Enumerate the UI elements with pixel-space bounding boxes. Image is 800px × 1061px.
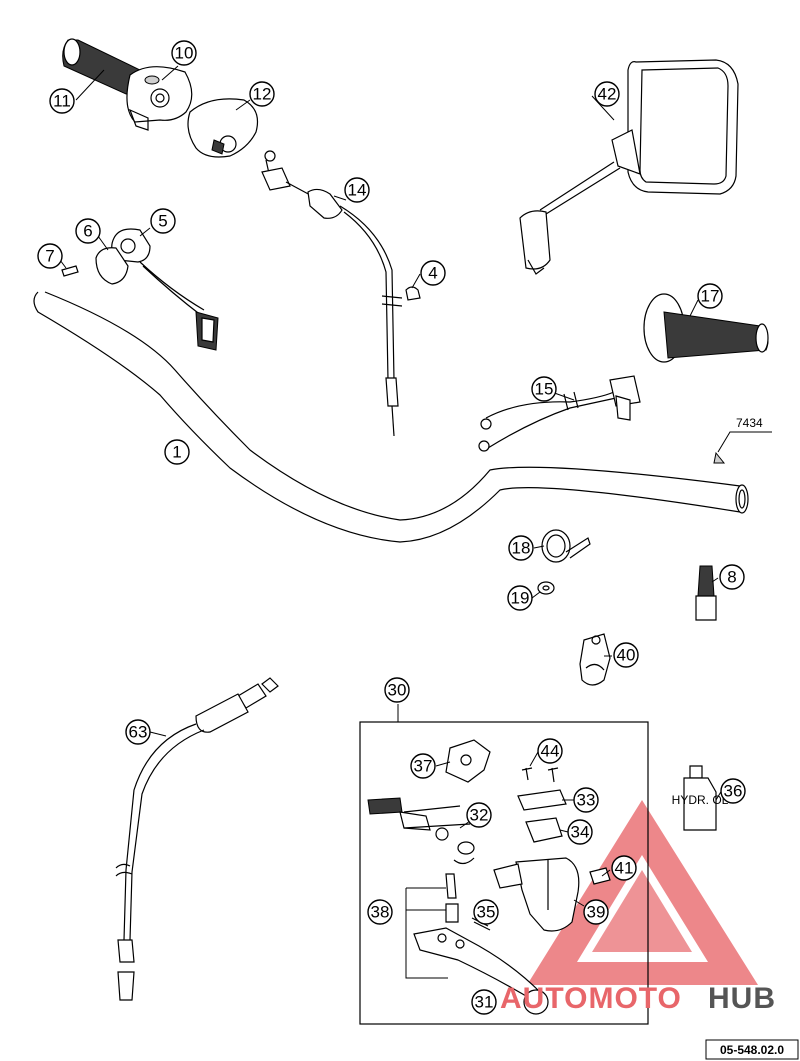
watermark-text: AUTOMOTO HUB xyxy=(500,982,776,1015)
svg-text:18: 18 xyxy=(512,539,531,558)
svg-text:42: 42 xyxy=(598,85,617,104)
svg-text:6: 6 xyxy=(83,222,92,241)
callout-38: 38 xyxy=(367,899,393,925)
master-cylinder-kit xyxy=(359,704,649,1025)
bottle-label: HYDR. OL xyxy=(672,793,729,807)
svg-text:17: 17 xyxy=(701,287,720,306)
svg-text:HUB: HUB xyxy=(708,982,776,1015)
svg-text:32: 32 xyxy=(470,806,489,825)
svg-text:4: 4 xyxy=(428,264,437,283)
svg-text:8: 8 xyxy=(727,568,736,587)
callout-5: 5 xyxy=(150,208,176,234)
svg-text:34: 34 xyxy=(571,823,590,842)
callout-4: 4 xyxy=(420,260,446,286)
svg-text:11: 11 xyxy=(53,92,71,111)
kill-switch xyxy=(61,228,219,351)
svg-text:30: 30 xyxy=(388,681,407,700)
svg-text:12: 12 xyxy=(253,85,272,104)
cable-assembly xyxy=(261,150,421,437)
svg-text:36: 36 xyxy=(724,782,743,801)
callout-6: 6 xyxy=(75,218,101,244)
callout-31: 31 xyxy=(471,989,497,1015)
callout-42: 42 xyxy=(594,81,620,107)
svg-text:33: 33 xyxy=(577,791,596,810)
callout-33: 33 xyxy=(573,787,599,813)
hydraulic-oil-bottle: HYDR. OL xyxy=(672,765,729,831)
watermark-logo xyxy=(527,800,758,985)
callout-36: 36 xyxy=(720,778,746,804)
callout-15: 15 xyxy=(531,376,557,402)
left-grip xyxy=(643,293,769,363)
wiring-harness xyxy=(478,375,641,452)
callout-17: 17 xyxy=(697,283,723,309)
svg-text:40: 40 xyxy=(617,646,636,665)
callout-40: 40 xyxy=(613,642,639,668)
drawing-code: 05-548.02.0 xyxy=(720,1043,784,1057)
svg-text:5: 5 xyxy=(158,212,167,231)
callout-12: 12 xyxy=(249,81,275,107)
handlebar: 7434 xyxy=(33,291,772,543)
throttle-cover xyxy=(187,98,259,158)
svg-text:15: 15 xyxy=(535,380,554,399)
svg-text:31: 31 xyxy=(475,993,494,1012)
callout-35: 35 xyxy=(473,899,499,925)
callout-37: 37 xyxy=(410,753,436,779)
speedometer-cable xyxy=(115,677,279,1001)
svg-text:35: 35 xyxy=(477,903,496,922)
svg-text:1: 1 xyxy=(172,443,181,462)
throttle-housing xyxy=(126,66,193,131)
callout-41: 41 xyxy=(611,855,637,881)
svg-text:7: 7 xyxy=(45,247,54,266)
callout-34: 34 xyxy=(567,819,593,845)
svg-text:19: 19 xyxy=(511,589,530,608)
callout-14: 14 xyxy=(344,177,370,203)
svg-text:44: 44 xyxy=(541,742,560,761)
drawing-code-box: 05-548.02.0 xyxy=(705,1039,799,1060)
callout-19: 19 xyxy=(507,585,533,611)
callout-10: 10 xyxy=(171,40,197,66)
mirror xyxy=(519,59,739,275)
callout-18: 18 xyxy=(508,535,534,561)
svg-text:63: 63 xyxy=(129,723,148,742)
cable-tie xyxy=(541,529,591,563)
callout-7: 7 xyxy=(37,243,63,269)
clamp xyxy=(579,633,611,686)
callout-1: 1 xyxy=(164,439,190,465)
svg-text:14: 14 xyxy=(348,181,367,200)
callout-8: 8 xyxy=(719,564,745,590)
svg-text:37: 37 xyxy=(414,757,433,776)
callout-32: 32 xyxy=(466,802,492,828)
callout-39: 39 xyxy=(583,899,609,925)
svg-text:AUTOMOTO: AUTOMOTO xyxy=(500,982,682,1015)
svg-text:10: 10 xyxy=(175,44,194,63)
grease-brush xyxy=(695,565,717,621)
callout-11: 11 xyxy=(49,88,75,114)
svg-text:38: 38 xyxy=(371,903,390,922)
reference-number: 7434 xyxy=(736,416,763,430)
svg-text:41: 41 xyxy=(615,859,634,878)
callout-30: 30 xyxy=(384,677,410,703)
svg-text:39: 39 xyxy=(587,903,606,922)
callout-44: 44 xyxy=(537,738,563,764)
callout-63: 63 xyxy=(125,719,151,745)
nut xyxy=(537,581,555,595)
